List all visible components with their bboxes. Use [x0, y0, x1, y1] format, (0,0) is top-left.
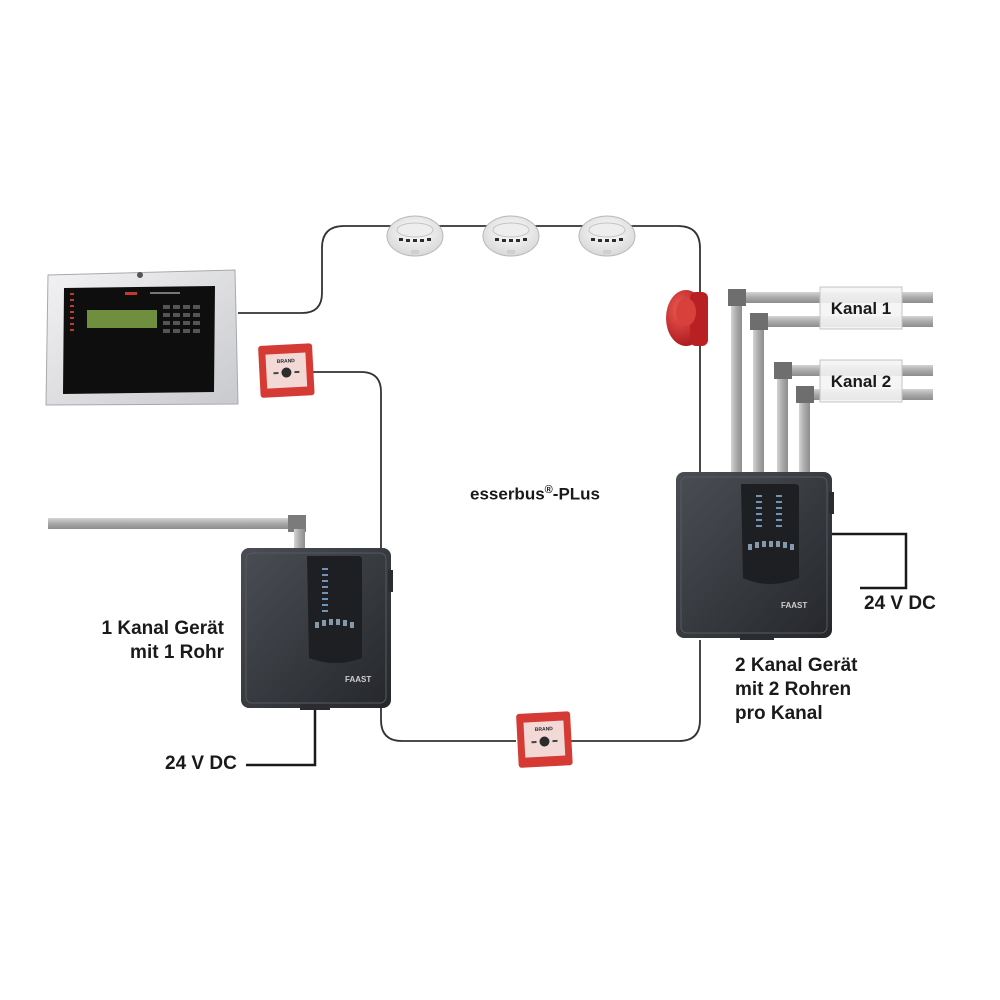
power-line-left	[246, 709, 317, 767]
panel-keypad	[163, 305, 200, 333]
manual-call-point-2: BRAND	[516, 711, 573, 768]
bus-segment-panel-to-detectors	[238, 225, 701, 314]
left-device-line1: 1 Kanal Gerät	[101, 618, 225, 639]
aspirating-detector-1-channel: FAAST	[241, 548, 393, 710]
bus-label-registered: ®	[544, 484, 553, 496]
channel-box-1: Kanal 1	[819, 286, 903, 330]
manual-call-point-1: BRAND	[258, 343, 315, 398]
smoke-detector-3	[578, 215, 636, 257]
bus-segment-left-device-to-callpoint	[312, 371, 382, 548]
smoke-detector-2	[482, 215, 540, 257]
esserbus-loop	[238, 225, 701, 742]
call-point-1-text: BRAND	[277, 358, 296, 365]
panel-display	[87, 310, 157, 328]
left-device-caption: 1 Kanal Gerät mit 1 Rohr	[80, 617, 225, 665]
right-device-power-label: 24 V DC	[864, 593, 936, 614]
sampling-pipe-left	[48, 515, 306, 551]
fire-alarm-panel	[45, 269, 239, 406]
channel-label-1: Kanal 1	[831, 299, 891, 318]
right-device-line2: mit 2 Rohren	[735, 679, 852, 700]
bus-label: esserbus®-PLus	[470, 478, 600, 507]
power-line-right	[832, 532, 908, 590]
panel-leds	[70, 293, 74, 331]
left-device-brand: FAAST	[345, 675, 371, 684]
right-device-line1: 2 Kanal Gerät	[735, 655, 858, 676]
bus-segment-callpoint-to-left-device	[380, 708, 516, 742]
left-device-power-label: 24 V DC	[165, 753, 237, 774]
channel-box-2: Kanal 2	[819, 359, 903, 403]
right-device-caption: 2 Kanal Gerät mit 2 Rohren pro Kanal	[735, 654, 858, 726]
bus-label-main: esserbus	[470, 484, 545, 504]
left-device-line2: mit 1 Rohr	[130, 642, 224, 663]
call-point-2-text: BRAND	[535, 726, 554, 733]
aspirating-detector-2-channel: FAAST	[676, 472, 834, 640]
channel-label-2: Kanal 2	[831, 372, 891, 391]
power-lines	[246, 532, 908, 767]
right-device-brand: FAAST	[781, 601, 807, 610]
sampling-pipes-right: Kanal 1 Kanal 2	[728, 286, 933, 476]
alarm-sounder	[666, 290, 708, 346]
bus-label-suffix: -PLus	[552, 484, 601, 504]
smoke-detector-1	[386, 215, 444, 257]
right-device-line3: pro Kanal	[735, 703, 823, 724]
bus-segment-right-device-to-callpoint	[568, 640, 701, 742]
